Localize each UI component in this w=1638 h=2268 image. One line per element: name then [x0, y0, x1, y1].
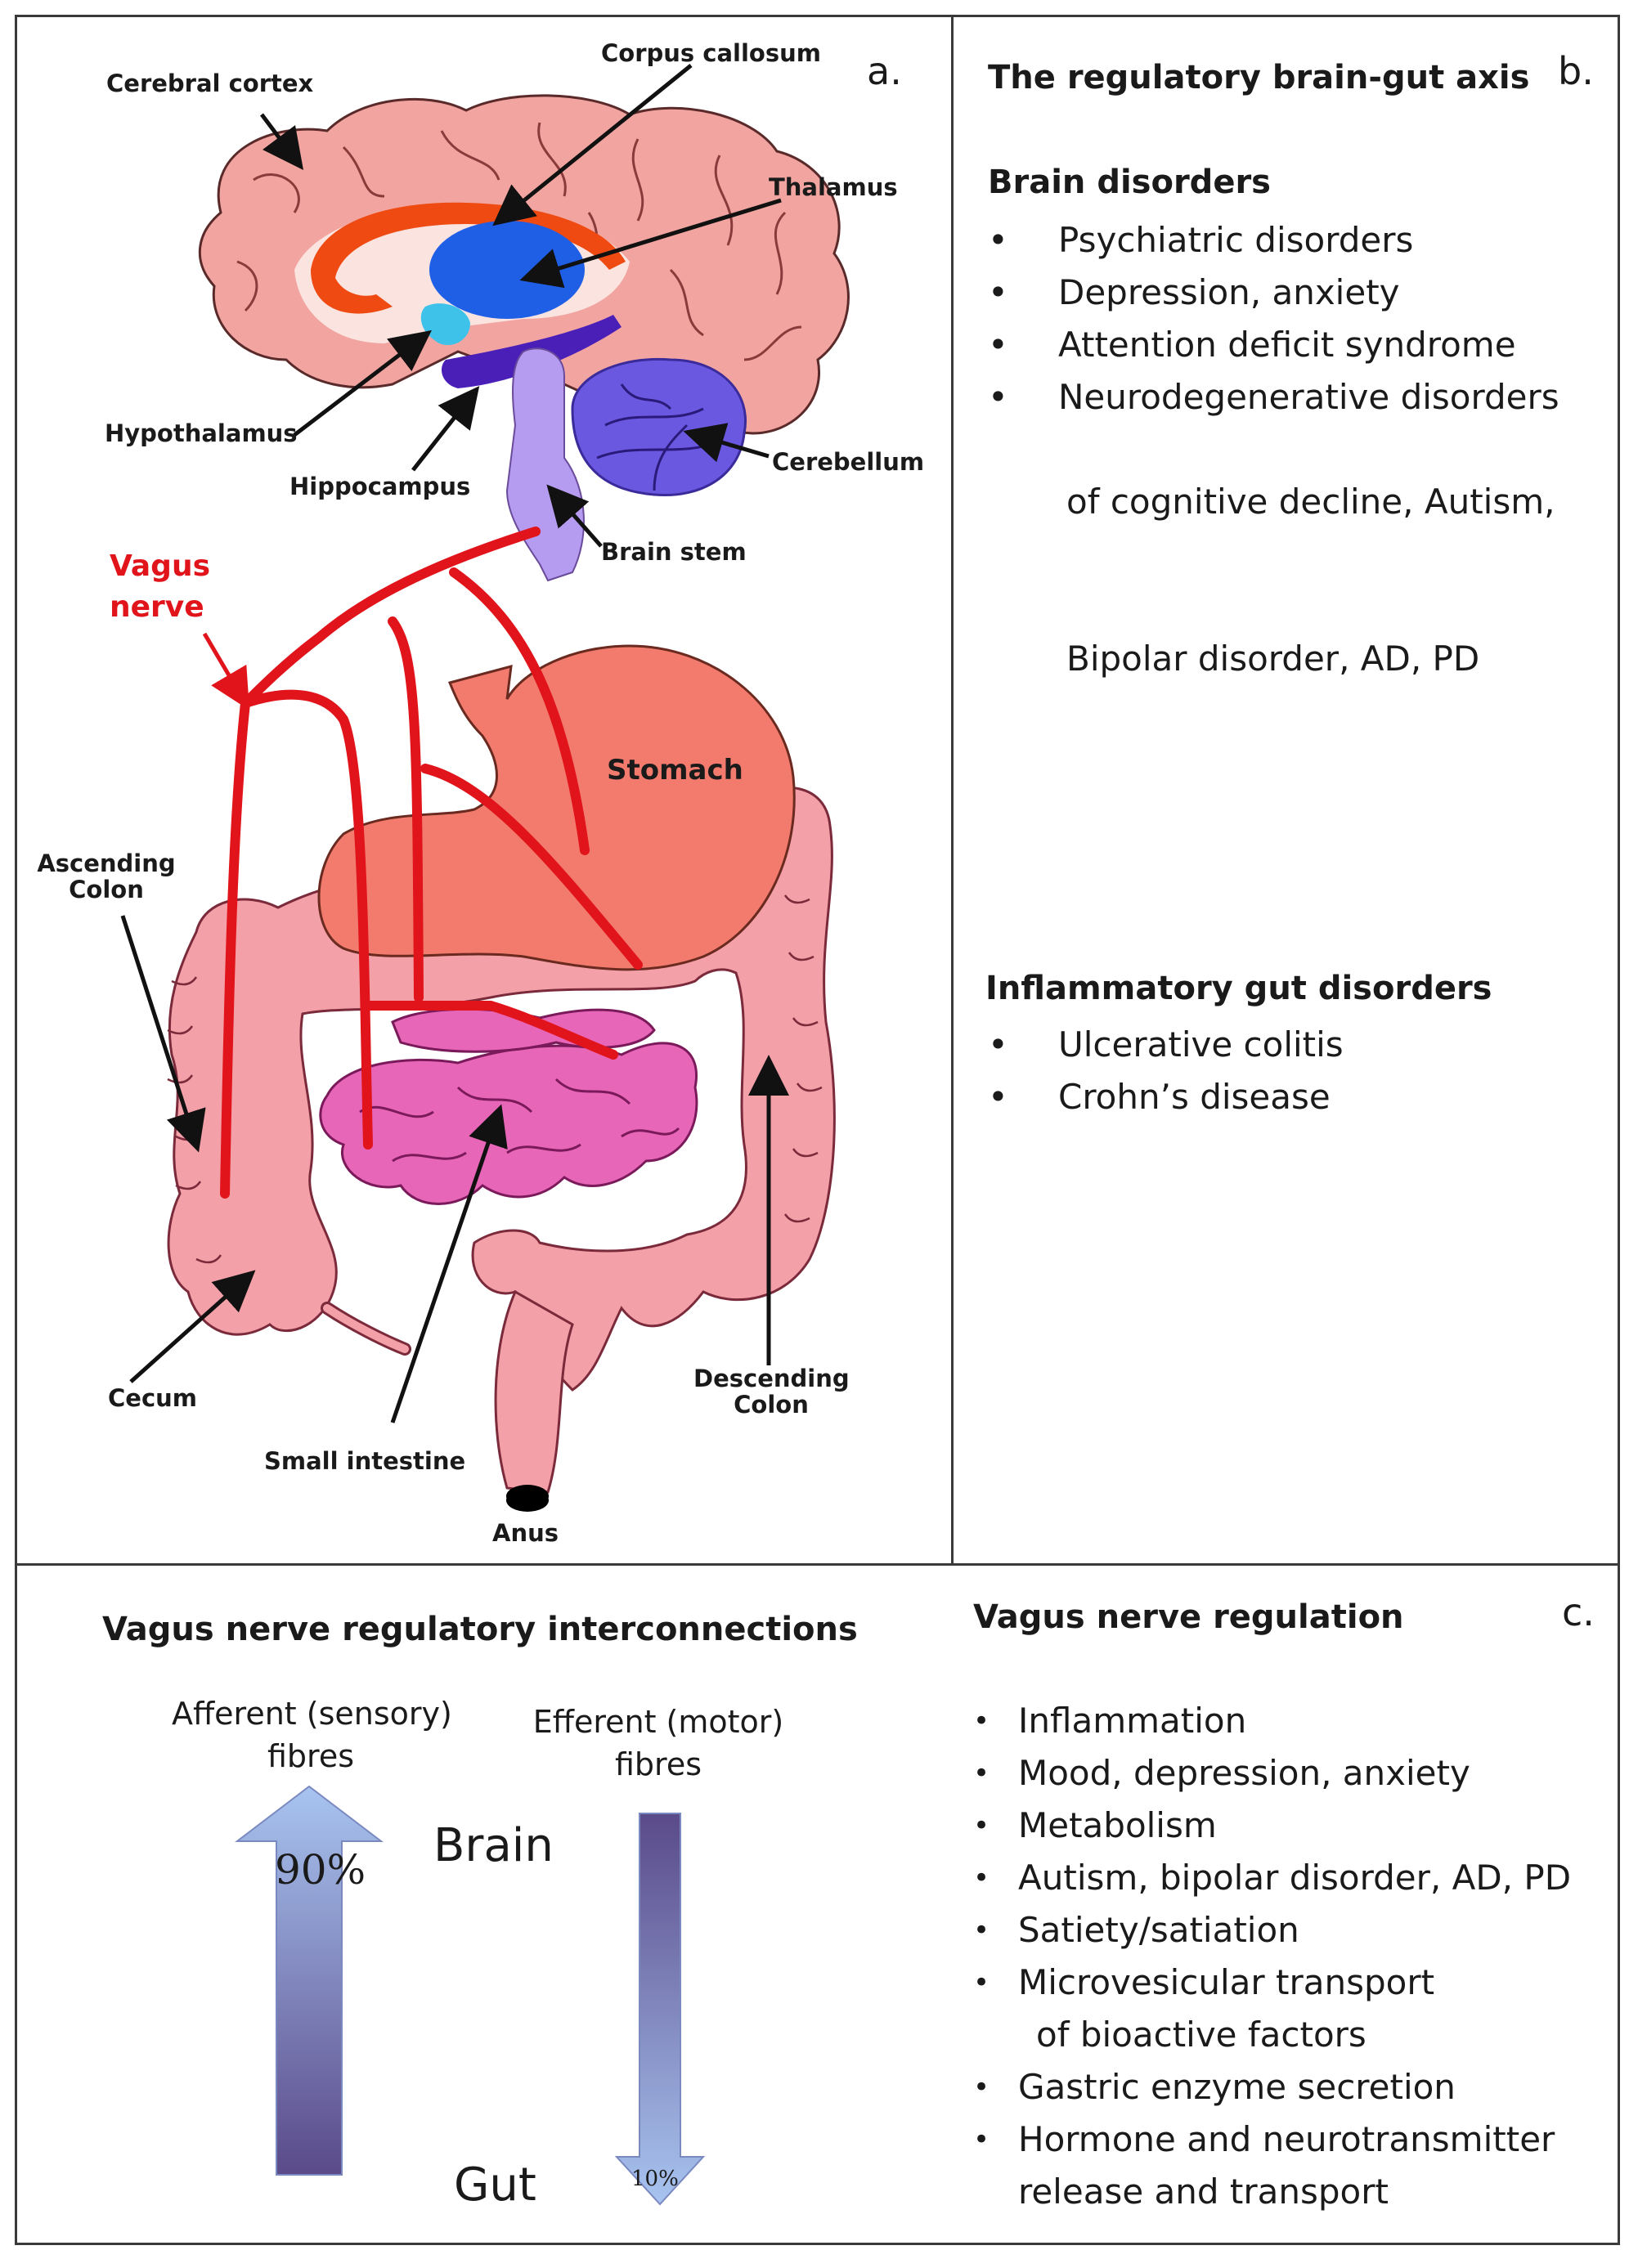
brain-disorders-list: •Psychiatric disorders •Depression, anxi… — [988, 214, 1559, 790]
list-item: •Metabolism — [973, 1805, 1217, 1845]
label-anus: Anus — [492, 1519, 559, 1547]
label-corpus-callosum: Corpus callosum — [601, 39, 821, 67]
label-small-intestine: Small intestine — [264, 1447, 466, 1475]
gut — [167, 644, 836, 1512]
brain-label: Brain — [433, 1819, 554, 1872]
arrow-cerebellum — [683, 423, 770, 463]
label-brain-stem: Brain stem — [601, 538, 747, 566]
label-cerebral-cortex: Cerebral cortex — [106, 69, 314, 97]
arrow-vagus-nerve — [202, 632, 250, 710]
list-item: •Ulcerative colitis — [988, 1024, 1344, 1065]
label-thalamus: Thalamus — [769, 173, 898, 201]
efferent-percent: 10% — [631, 2167, 679, 2191]
gut-disorders-heading: Inflammatory gut disorders — [985, 970, 1492, 1007]
list-item: •Gastric enzyme secretion — [973, 2067, 1456, 2107]
arrow-hypothalamus — [293, 329, 432, 437]
list-item: •Crohn’s disease — [988, 1077, 1331, 1117]
label-cerebellum: Cerebellum — [772, 448, 925, 476]
arrow-small-intestine — [390, 1104, 508, 1423]
interconnections-title: Vagus nerve regulatory interconnections — [102, 1611, 858, 1648]
small-intestine — [319, 1042, 698, 1205]
efferent-label: Efferent (motor) fibres — [532, 1704, 784, 1782]
label-vagus-nerve: Vagus nerve — [110, 549, 211, 624]
list-item: •Psychiatric disorders — [988, 220, 1414, 260]
arrow-brain-stem — [546, 484, 603, 548]
label-ascending-colon: Ascending Colon — [37, 849, 176, 903]
arrow-corpus-callosum — [492, 64, 693, 226]
arrow-ascending-colon — [120, 915, 206, 1153]
label-hypothalamus: Hypothalamus — [105, 419, 298, 447]
afferent-arrow — [235, 1785, 384, 2176]
brain-disorders-heading: Brain disorders — [988, 164, 1271, 201]
thalamus — [429, 221, 585, 319]
efferent-arrow — [614, 1813, 706, 2206]
list-item: •Inflammation — [973, 1701, 1247, 1741]
list-item: •Hormone and neurotransmitter release an… — [973, 2119, 1555, 2212]
vagus-nerve — [220, 527, 643, 1199]
list-item: •Satiety/satiation — [973, 1910, 1299, 1950]
arrow-cecum — [129, 1270, 256, 1383]
list-item: •Autism, bipolar disorder, AD, PD — [973, 1858, 1572, 1898]
list-item: •Mood, depression, anxiety — [973, 1753, 1470, 1793]
cerebellum — [571, 357, 747, 497]
panel-c-letter: c. — [1562, 1590, 1595, 1634]
panel-a-letter: a. — [867, 49, 902, 93]
arrow-cerebral-cortex — [260, 113, 303, 170]
list-item: •Neurodegenerative disorders of cognitiv… — [988, 377, 1559, 679]
list-item: •Attention deficit syndrome — [988, 325, 1516, 365]
panel-b-title: The regulatory brain-gut axis — [988, 59, 1530, 96]
label-hippocampus: Hippocampus — [289, 473, 471, 500]
panel-b-letter: b. — [1558, 49, 1594, 93]
afferent-percent: 90% — [275, 1846, 366, 1894]
panel-c — [15, 1563, 1620, 2245]
list-item: •Microvesicular transport of bioactive f… — [973, 1962, 1435, 2055]
stomach — [317, 644, 796, 971]
list-item: •Depression, anxiety — [988, 272, 1400, 312]
gut-disorders-list: •Ulcerative colitis •Crohn’s disease — [988, 1019, 1344, 1123]
arrow-hippocampus — [411, 386, 480, 472]
label-descending-colon: Descending Colon — [693, 1365, 850, 1419]
hypothalamus — [420, 303, 470, 346]
brain — [198, 94, 850, 582]
arrow-thalamus — [519, 198, 782, 289]
gut-label: Gut — [454, 2158, 536, 2212]
label-cecum: Cecum — [108, 1384, 198, 1412]
regulation-title: Vagus nerve regulation — [973, 1598, 1404, 1636]
label-stomach: Stomach — [607, 754, 743, 787]
regulation-list: •Inflammation •Mood, depression, anxiety… — [973, 1695, 1571, 2218]
afferent-label: Afferent (sensory) fibres — [172, 1696, 452, 1774]
